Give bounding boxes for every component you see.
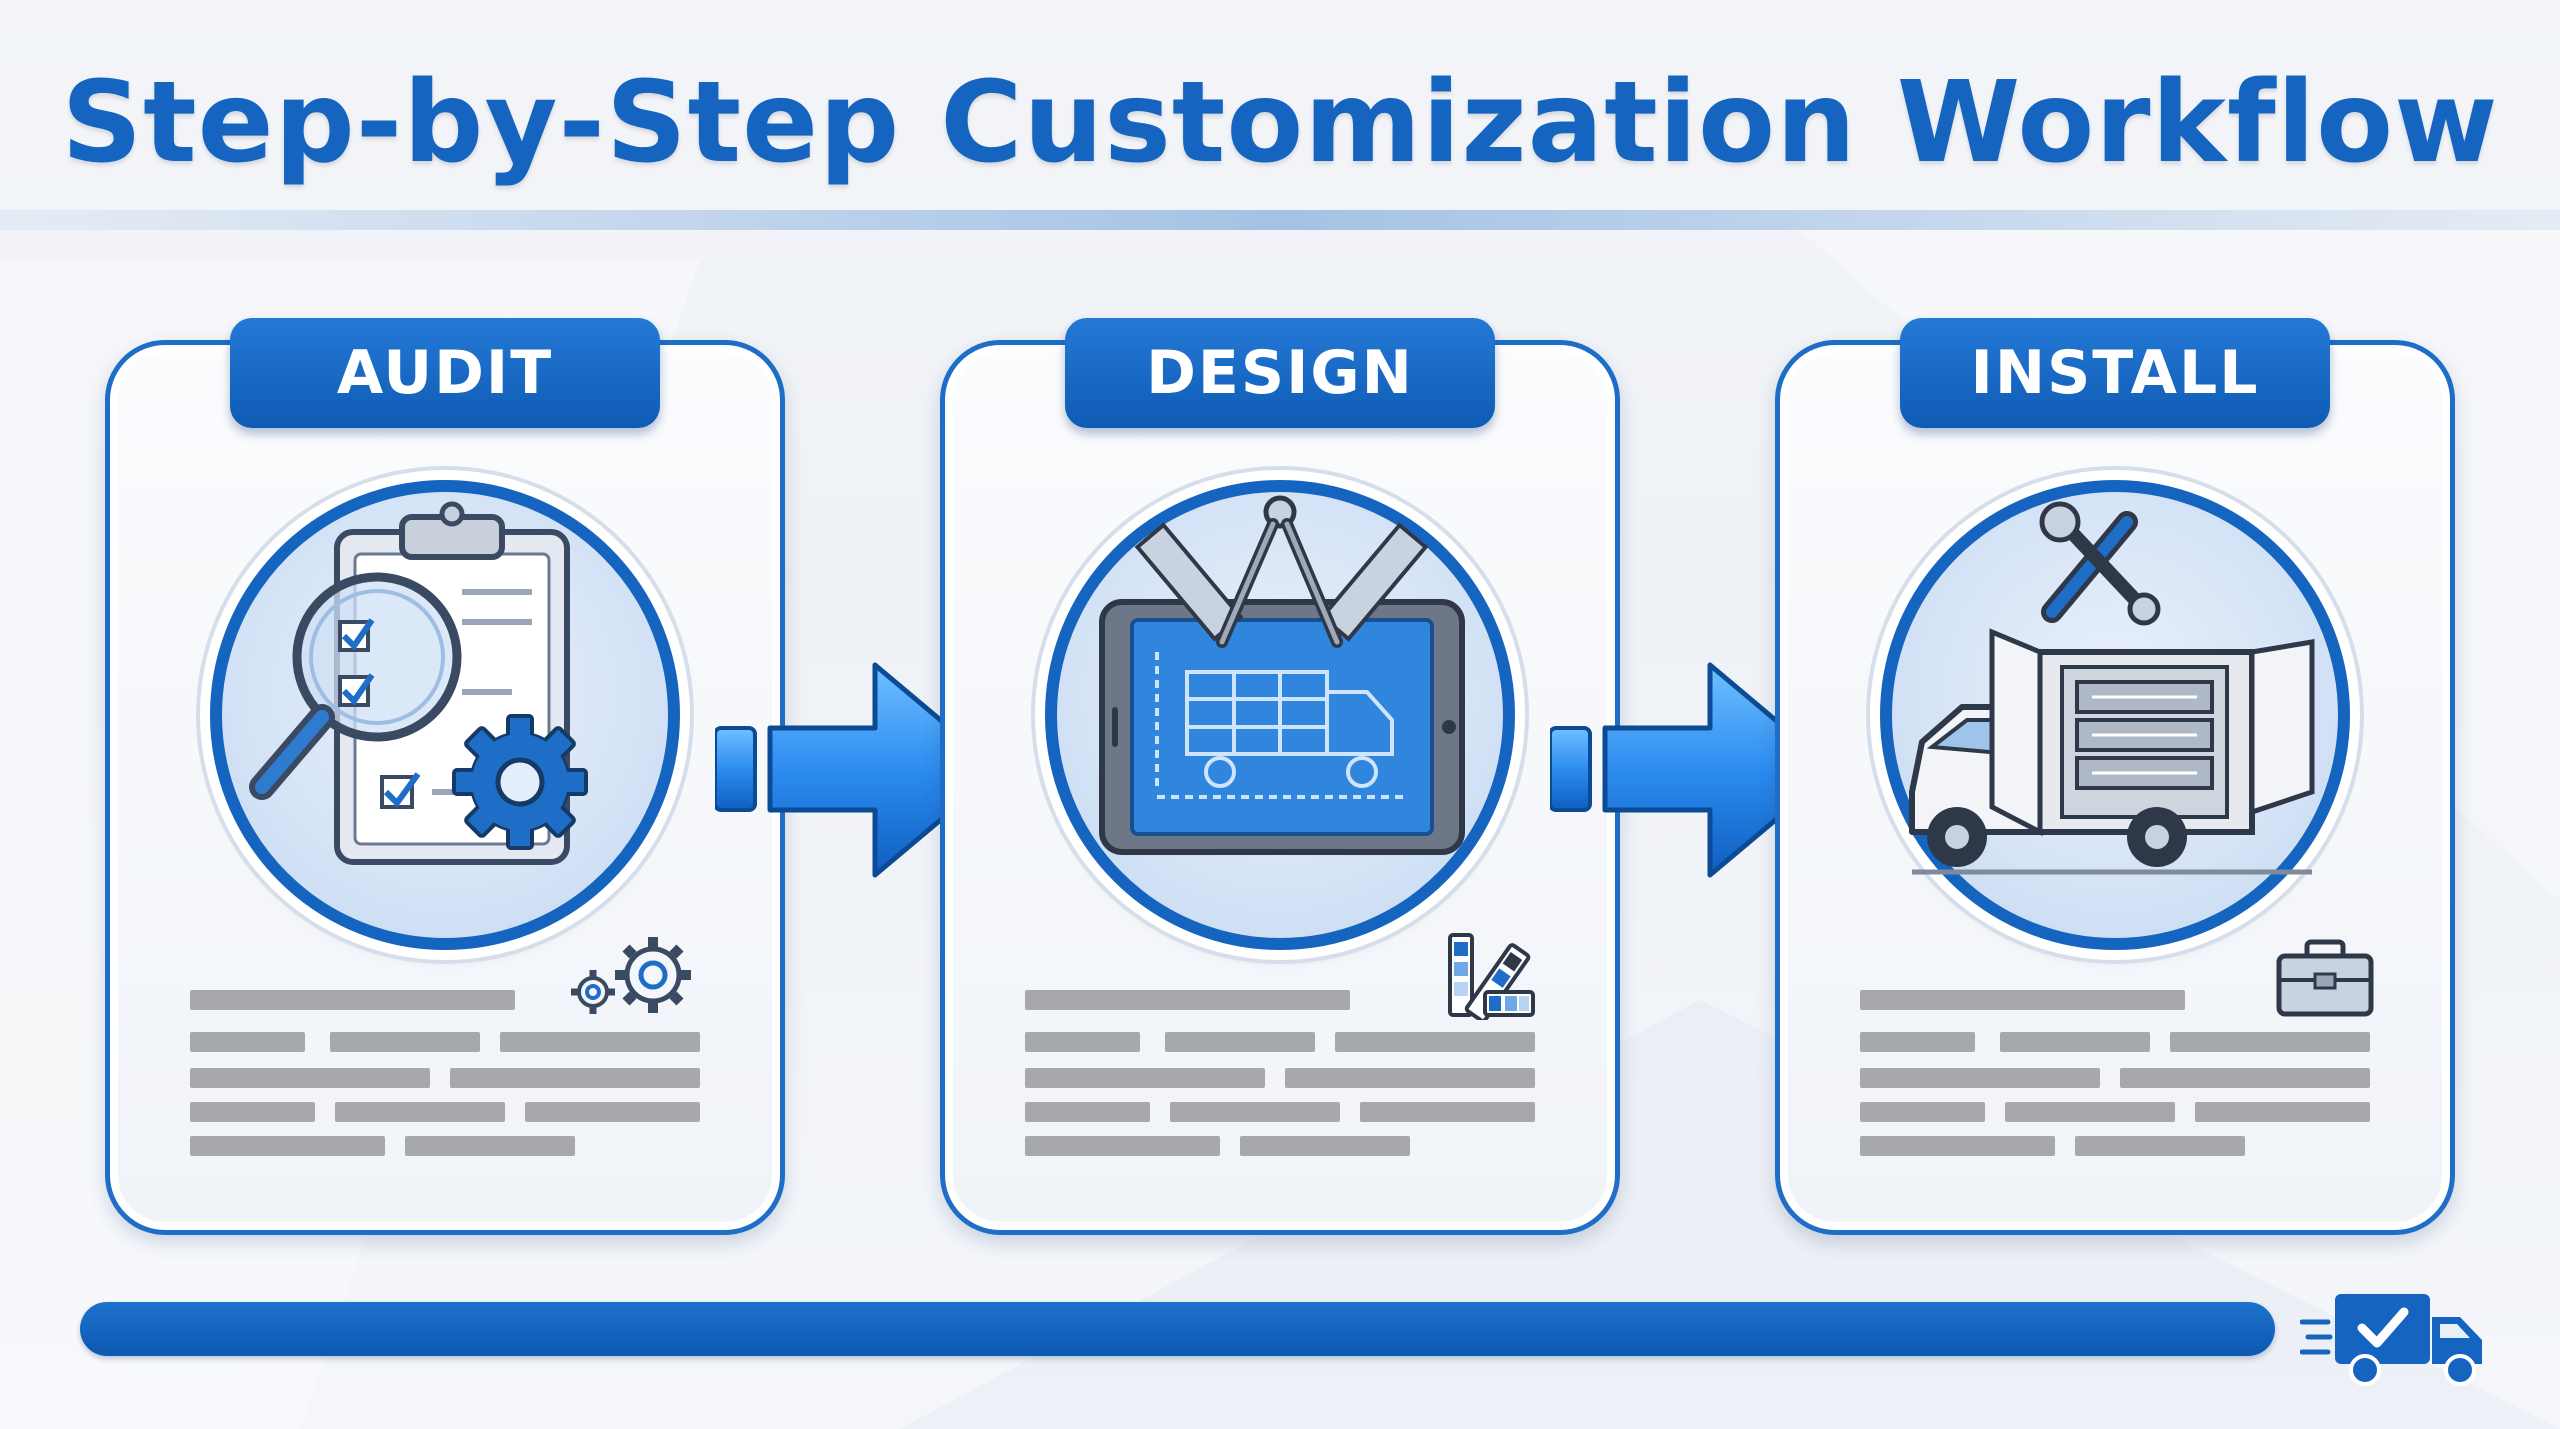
page-title: Step-by-Step Customization Workflow	[61, 58, 2499, 188]
step-illustration-design	[1045, 480, 1515, 950]
step-illustration-install	[1880, 480, 2350, 950]
delivery-truck-check-icon	[2300, 1294, 2482, 1386]
title-divider	[0, 210, 2560, 230]
step-tab-design: DESIGN	[1065, 318, 1495, 428]
toolbox-icon	[2276, 939, 2374, 1017]
color-swatch-icon	[1448, 933, 1535, 1020]
step-tab-audit: AUDIT	[230, 318, 660, 428]
tablet-blueprint-truck-icon	[1099, 495, 1465, 855]
progress-bar	[80, 1302, 2275, 1356]
van-shelving-tools-icon	[1909, 501, 2315, 875]
gears-icon	[571, 937, 691, 1014]
step-illustration-audit	[210, 480, 680, 950]
step-tab-install: INSTALL	[1900, 318, 2330, 428]
clipboard-magnifier-gear-icon	[249, 501, 588, 865]
arrow-right-icon	[715, 662, 1003, 878]
arrow-right-icon	[1550, 662, 1838, 878]
